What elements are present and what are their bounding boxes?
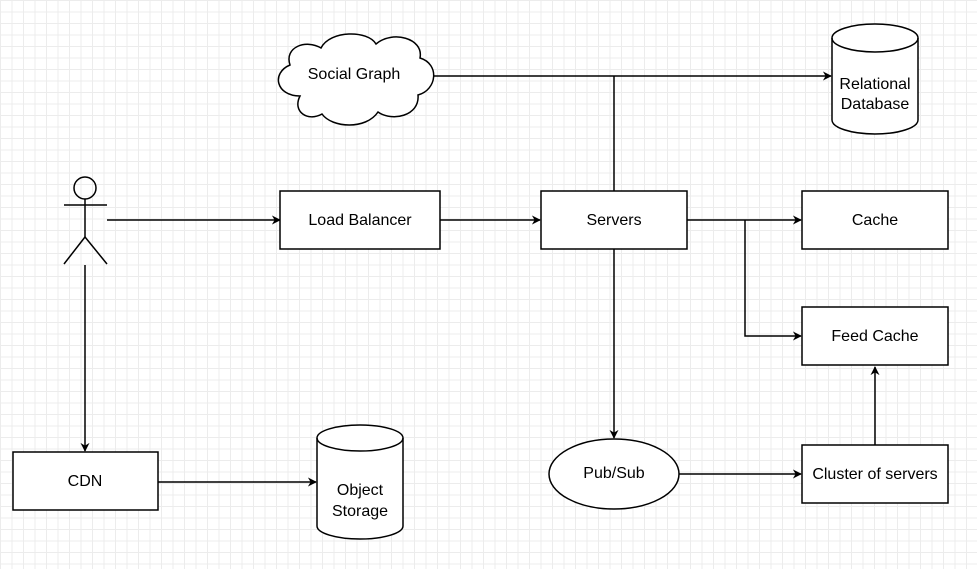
- edges: [80, 71, 880, 487]
- node-load-balancer-label: Load Balancer: [308, 212, 412, 229]
- node-load-balancer[interactable]: Load Balancer: [279, 190, 441, 250]
- node-cluster-of-servers[interactable]: Cluster of servers: [801, 444, 949, 504]
- node-cdn-label: CDN: [68, 473, 103, 490]
- node-social-graph[interactable]: Social Graph: [277, 33, 435, 126]
- node-relational-database-label-1: Relational: [839, 76, 910, 93]
- node-servers[interactable]: Servers: [540, 190, 688, 250]
- node-object-storage[interactable]: Object Storage: [316, 424, 404, 540]
- user-actor-icon: [63, 176, 108, 265]
- cloud-icon: [277, 33, 435, 126]
- edge-servers-to-feed-cache: [744, 220, 802, 341]
- node-servers-label: Servers: [586, 212, 641, 229]
- storage-icon: [316, 424, 404, 540]
- node-pub-sub[interactable]: Pub/Sub: [548, 438, 680, 510]
- node-pub-sub-label: Pub/Sub: [583, 465, 644, 482]
- node-cache-label: Cache: [852, 212, 898, 229]
- node-cdn[interactable]: CDN: [12, 451, 159, 511]
- node-cache[interactable]: Cache: [801, 190, 949, 250]
- node-relational-database[interactable]: Relational Database: [831, 23, 919, 135]
- database-icon: [831, 23, 919, 135]
- node-object-storage-label-2: Storage: [332, 503, 388, 520]
- node-social-graph-label: Social Graph: [308, 66, 401, 83]
- node-feed-cache-label: Feed Cache: [831, 328, 918, 345]
- node-relational-database-label-2: Database: [841, 96, 910, 113]
- node-object-storage-label-1: Object: [337, 482, 384, 499]
- node-cluster-label: Cluster of servers: [812, 466, 937, 483]
- node-feed-cache[interactable]: Feed Cache: [801, 306, 949, 366]
